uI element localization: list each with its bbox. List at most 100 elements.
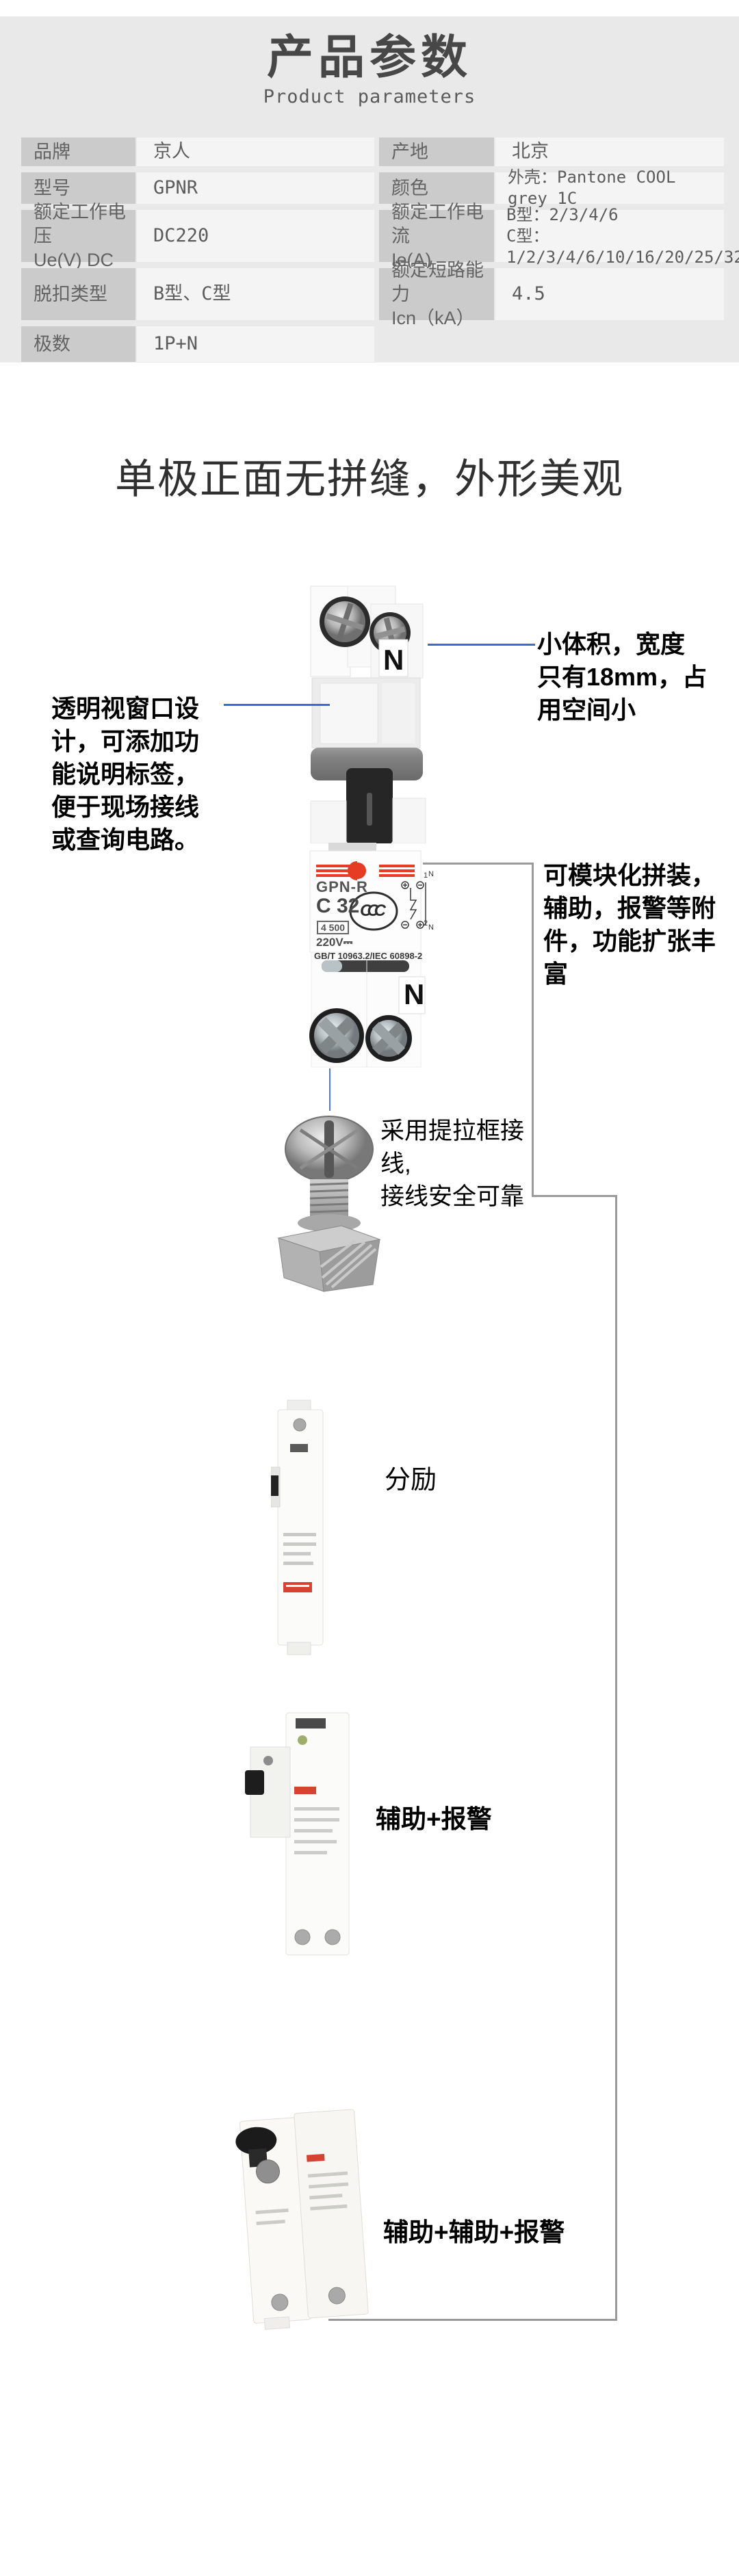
accessory-double-aux-illustration [235,2109,369,2330]
screw-slot2 [374,626,406,640]
clamp-hatch [320,1239,377,1289]
leader-line-window [224,704,330,706]
n-marking-top: N [383,644,404,676]
page-title: 产品参数 [266,31,472,83]
marking-rating: C 32 [316,895,360,917]
accessory-shunt-photo [270,1399,330,1656]
leader-line-lug [329,1068,330,1111]
spec-value-current: B型：2/3/4/6 C型：1/2/3/4/6/10/16/20/25/32 [495,205,739,267]
contact-window [290,1444,308,1452]
n-label-plate [378,639,409,677]
top-clip [328,843,376,852]
spec-label-brand: 品牌 [21,137,135,166]
screw-icon [328,2287,346,2304]
spec-label-poles: 极数 [21,326,135,362]
screw-cross2 [318,1017,355,1054]
callout-modular: 可模块化拼装， 辅助，报警等附 件，功能扩张丰 富 [543,861,716,988]
screw-icon [324,1929,341,1945]
label-text-lines [255,2171,349,2226]
window-right [382,683,415,744]
bracket-line-v1 [532,863,534,1197]
module-group [235,2109,369,2330]
leader-line-compact [428,644,535,646]
bracket-line-h1 [423,863,534,865]
red-label [306,2153,325,2162]
lever-knob [235,2127,277,2155]
breaker-top-illustration [310,586,426,845]
spec-value-trip-type: B型、C型 [137,268,374,320]
diagram-label-n1: N [428,870,434,878]
diagram-label-2: 2 [424,919,428,928]
accessory-aux-alarm-photo [245,1707,353,1963]
bracket-line-v2 [615,1195,617,2321]
spec-value-color: 外壳：Pantone COOL grey 1C [495,168,724,208]
label-slot [320,683,378,744]
n-label-plate [398,976,426,1014]
spec-label-current: 额定工作电流 Ie(A) [379,202,494,270]
label-accessory-double-aux: 辅助+辅助+报警 [383,2218,565,2246]
bracket-line-h3 [328,2319,617,2321]
breaker-top-photo: N [308,585,438,845]
bracket-line-h2 [532,1195,617,1197]
marking-model: GPN-R [316,878,368,895]
screw-slot2 [326,613,364,631]
module-body-right [294,2109,369,2319]
screw-icon [271,2294,289,2311]
spec-label-model: 型号 [21,172,135,204]
terminal-lug-photo [269,1108,396,1298]
callout-compact-size: 小体积，宽度 只有18mm，占 用空间小 [537,630,708,724]
terminal-lug-illustration [277,1116,381,1292]
spec-value-brand: 京人 [137,137,374,166]
spec-value-voltage: DC220 [137,210,374,262]
toggle-slit [367,793,372,826]
bottom-tab [287,1642,311,1655]
spec-value-poles: 1P+N [137,326,374,362]
spec-value-origin: 北京 [495,137,724,166]
red-label-line [286,1585,309,1587]
label-accessory-aux-alarm: 辅助+报警 [376,1805,492,1833]
spec-label-voltage: 额定工作电压 Ue(V) DC [21,202,135,270]
screw-cross2 [372,1021,406,1055]
spec-label-icn: 额定短路能力 Icn（kA） [379,260,494,328]
page-subtitle: Product parameters [263,86,476,107]
toggle-slot-cap [322,960,342,972]
label-text-lines [283,1533,316,1565]
diagram-label-n2: N [428,923,434,932]
toggle-slot [322,960,409,972]
spec-label-origin: 产地 [379,137,494,166]
bottom-tab [263,2316,291,2330]
breaker-front-photo: GPN-R C 32 4 500 220V⎓ GB/T 10963.2/IEC … [253,843,452,1068]
spec-label-color: 颜色 [379,172,494,204]
label-accessory-shunt: 分励 [385,1466,437,1495]
spec-value-model: GPNR [137,172,374,204]
marking-voltage: 220V⎓ [316,936,353,949]
module-body [285,1712,350,1956]
diagram-label-1: 1 [424,871,428,880]
screw-icon [293,1418,307,1432]
coil-icon [255,2159,280,2184]
pivot-pin [263,1756,273,1765]
n-marking-bottom: N [404,978,425,1010]
marking-breaking-capacity: 4 500 [317,921,350,934]
accessory-aux-alarm-illustration [245,1712,350,1956]
ccc-mark-text: CCC [360,902,386,920]
ccc-mark-icon [349,891,398,931]
breaker-front-illustration [309,843,426,1068]
red-label [283,1582,312,1592]
side-lever [245,1770,264,1795]
label-text-lines [294,1807,339,1854]
spec-value-icn: 4.5 [495,268,724,320]
spec-label-trip-type: 脱扣类型 [21,268,135,320]
brand-logo-icon [316,861,415,880]
callout-transparent-window: 透明视窗口设 计，可添加功 能说明标签， 便于现场接线 或查询电路。 [51,694,200,854]
callout-terminal: 采用提拉框接线, 接线安全可靠 [380,1118,525,1210]
base-right [392,798,426,844]
base-left [310,800,347,844]
red-label [294,1787,316,1794]
section-headline: 单极正面无拼缝，外形美观 [115,456,624,502]
top-terminal [296,1718,326,1729]
indicator-dot [298,1735,307,1745]
accessory-double-aux-photo [218,2099,374,2332]
accessory-shunt-illustration [270,1399,324,1655]
